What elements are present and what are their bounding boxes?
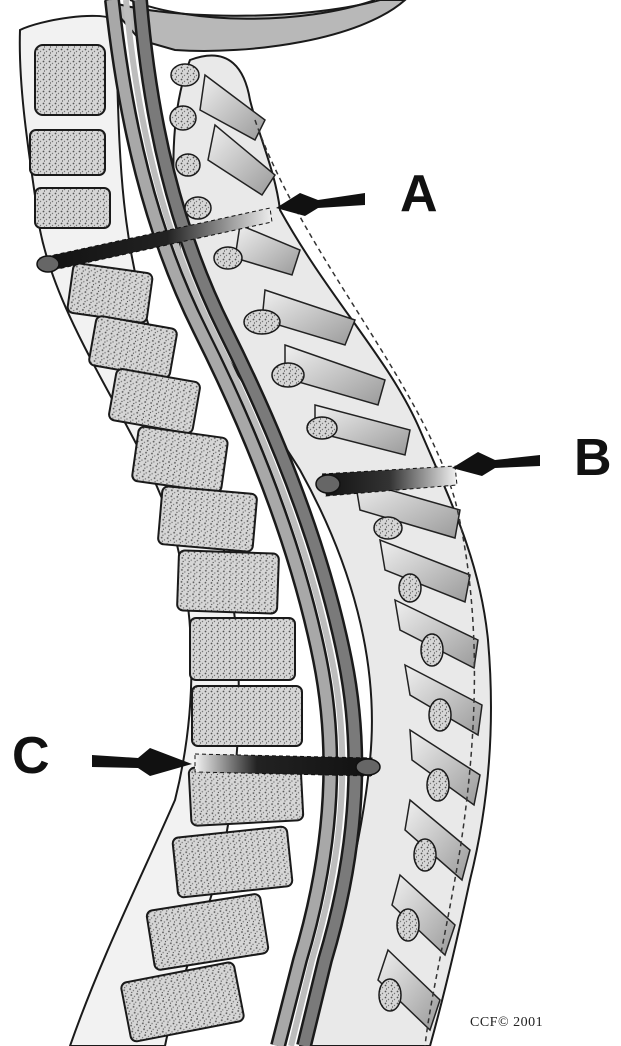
label-b: B — [574, 432, 612, 484]
arrow-icon — [452, 452, 540, 476]
arrow-icon — [92, 748, 192, 776]
copyright-notice: CCF© 2001 — [470, 1015, 543, 1031]
label-a: A — [400, 168, 438, 220]
label-c: C — [12, 730, 50, 782]
cut-plane-c — [195, 754, 380, 776]
